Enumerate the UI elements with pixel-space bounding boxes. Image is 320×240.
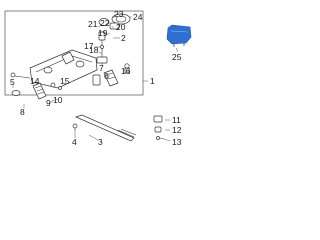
callout-9: 9 (46, 98, 51, 108)
callout-10: 10 (53, 95, 63, 105)
gear-housing (29, 49, 98, 89)
leader-lines (12, 16, 179, 142)
callout-16: 16 (121, 66, 131, 76)
callout-18: 18 (89, 45, 99, 55)
callout-17: 17 (84, 41, 94, 51)
callout-8: 8 (20, 107, 25, 117)
callout-11: 11 (172, 115, 181, 125)
assembly-frame (4, 10, 144, 96)
callout-13: 13 (172, 137, 182, 147)
callout-24: 24 (133, 12, 143, 22)
callout-14: 14 (30, 76, 40, 86)
callout-19: 19 (98, 28, 108, 38)
callout-21: 21 (88, 19, 98, 29)
steering-rack (75, 114, 137, 142)
callout-2: 2 (121, 33, 126, 43)
callout-4: 4 (72, 137, 77, 147)
callout-6: 6 (104, 71, 109, 81)
callout-22: 22 (100, 18, 110, 28)
bolt-part (72, 123, 78, 131)
callout-7: 7 (99, 63, 104, 73)
highlighted-bracket-part (166, 24, 192, 47)
callout-5: 5 (10, 77, 15, 87)
loose-parts-group (153, 115, 165, 140)
callout-25: 25 (172, 52, 182, 62)
left-tie-rod-group (10, 72, 62, 100)
right-tie-rod-group (92, 63, 130, 87)
callout-1: 1 (150, 76, 155, 86)
callout-15: 15 (60, 76, 70, 86)
callout-20: 20 (116, 22, 126, 32)
pinion-valve-group (96, 13, 131, 64)
callout-12: 12 (172, 125, 182, 135)
steering-gear-parts-diagram: 24 23 22 20 21 19 17 18 2 16 1 14 15 5 6… (4, 9, 192, 147)
callout-23: 23 (114, 9, 124, 19)
callout-3: 3 (98, 137, 103, 147)
